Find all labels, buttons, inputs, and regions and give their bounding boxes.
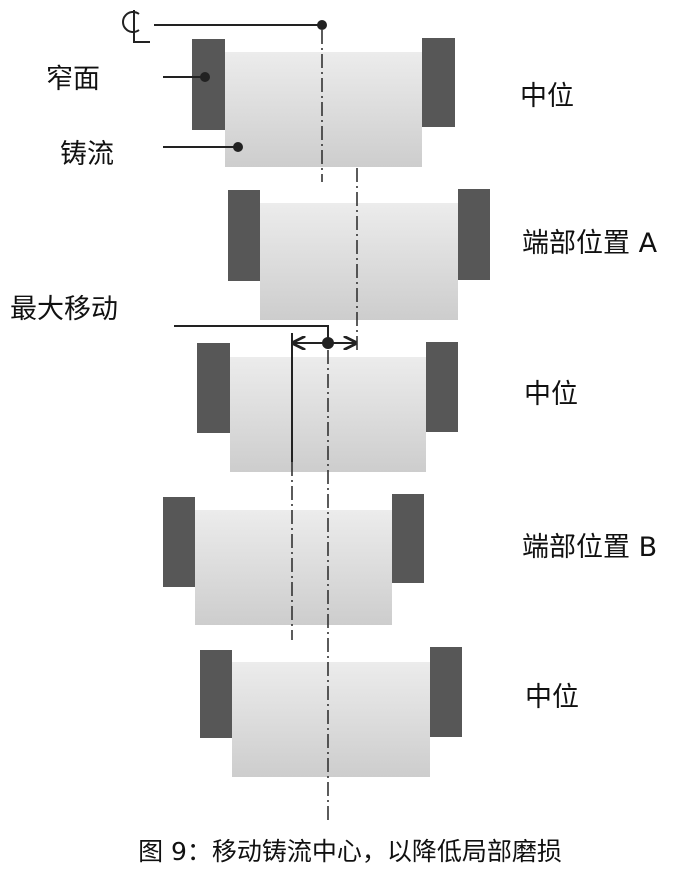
- max-movement-dot: [322, 337, 334, 349]
- narrow-face-left: [228, 190, 260, 281]
- row-3-middle: 中位: [197, 342, 578, 472]
- centerline-symbol: [122, 10, 150, 43]
- narrow-face-right: [392, 494, 424, 583]
- strand: [195, 510, 392, 625]
- strand: [260, 203, 458, 320]
- position-label: 端部位置 A: [522, 228, 658, 259]
- narrow-face-right: [422, 38, 455, 127]
- position-label: 中位: [520, 81, 574, 112]
- narrow-face-left: [192, 39, 225, 130]
- position-label: 中位: [524, 379, 578, 410]
- narrow-face-right: [430, 647, 462, 737]
- strand: [232, 662, 430, 777]
- narrow-face-dot: [200, 72, 210, 82]
- narrow-face-left: [163, 497, 195, 587]
- row-4-end-position-b: 端部位置 B: [163, 494, 657, 625]
- narrow-face-left: [197, 343, 230, 433]
- max-movement-label: 最大移动: [10, 294, 118, 325]
- narrow-face-label: 窄面: [46, 64, 100, 95]
- strand: [225, 52, 422, 167]
- max-movement-leader: [174, 325, 329, 343]
- row-5-middle: 中位: [200, 647, 579, 777]
- centerline-dot: [317, 20, 327, 30]
- figure-caption: 图 9：移动铸流中心，以降低局部磨损: [138, 837, 562, 866]
- row-2-end-position-a: 端部位置 A: [228, 189, 658, 320]
- narrow-face-right: [458, 189, 490, 280]
- strand-dot: [233, 142, 243, 152]
- row-1-middle: 中位: [192, 38, 574, 167]
- narrow-face-right: [426, 342, 458, 432]
- position-label: 中位: [525, 682, 579, 713]
- strand-label: 铸流: [60, 139, 114, 170]
- position-label: 端部位置 B: [522, 532, 657, 563]
- narrow-face-left: [200, 650, 232, 738]
